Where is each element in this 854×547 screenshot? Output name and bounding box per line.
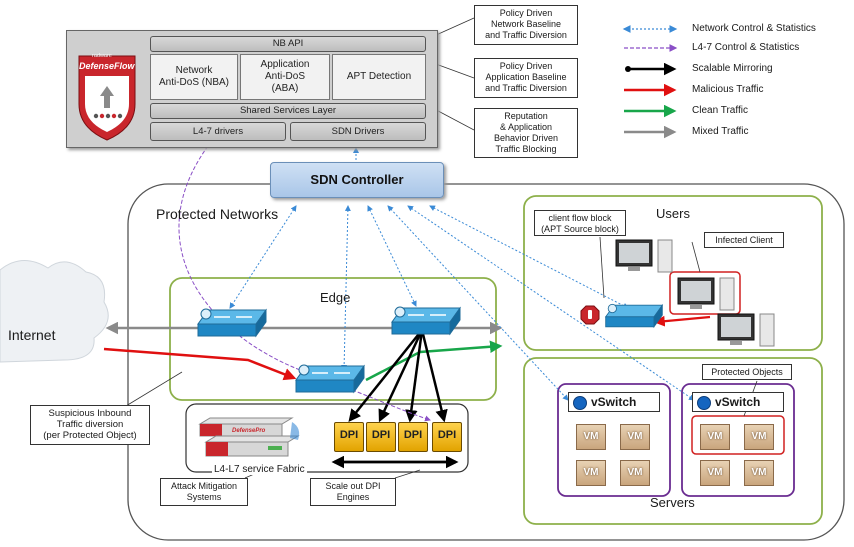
vm: VM — [700, 460, 730, 486]
vswitch-right: vSwitch — [692, 392, 784, 412]
vm: VM — [576, 460, 606, 486]
users-label: Users — [656, 206, 690, 221]
legend-scalable-mirroring: Scalable Mirroring — [692, 63, 773, 74]
fabric-label: L4-L7 service Fabric — [212, 464, 307, 475]
vm-protected: VM — [744, 424, 774, 450]
block-stop-icon — [580, 305, 600, 325]
vm: VM — [576, 424, 606, 450]
vswitch-right-label: vSwitch — [715, 395, 761, 409]
vswitch-left: vSwitch — [568, 392, 660, 412]
infected-client-computer — [677, 277, 735, 311]
protected-networks-label: Protected Networks — [156, 206, 279, 222]
nb-api: NB API — [150, 36, 426, 52]
legend-malicious: Malicious Traffic — [692, 84, 764, 95]
user-computer-2 — [717, 313, 775, 347]
callout-policy-app: Policy Driven Application Baseline and T… — [474, 58, 578, 98]
vm: VM — [620, 460, 650, 486]
sdn-controller: SDN Controller — [270, 162, 444, 198]
legend-l47-control: L4-7 Control & Statistics — [692, 42, 800, 53]
apt-detection-module: APT Detection — [332, 54, 426, 100]
edge-switch-left — [197, 308, 267, 338]
legend-clean: Clean Traffic — [692, 105, 748, 116]
callout-suspicious-inbound: Suspicious Inbound Traffic diversion (pe… — [30, 405, 150, 445]
defensepro-appliances — [198, 417, 300, 457]
legend-mixed: Mixed Traffic — [692, 126, 749, 137]
callout-protected-objects: Protected Objects — [702, 364, 792, 380]
l47-drivers: L4-7 drivers — [150, 122, 286, 141]
servers-label: Servers — [650, 495, 695, 510]
vswitch-logo-icon — [697, 396, 711, 410]
users-switch — [604, 303, 664, 329]
callout-reputation: Reputation & Application Behavior Driven… — [474, 108, 578, 158]
vswitch-logo-icon — [573, 396, 587, 410]
callout-scale-out-dpi: Scale out DPI Engines — [310, 478, 396, 506]
callout-infected-client: Infected Client — [704, 232, 784, 248]
callout-policy-network: Policy Driven Network Baseline and Traff… — [474, 5, 578, 45]
logo-brand: radware — [92, 53, 112, 59]
dpi-engine: DPI — [334, 422, 364, 452]
vm: VM — [620, 424, 650, 450]
aba-module: Application Anti-DoS (ABA) — [240, 54, 330, 100]
dpi-engine: DPI — [432, 422, 462, 452]
legend-network-control: Network Control & Statistics — [692, 23, 816, 34]
callout-attack-mitigation: Attack Mitigation Systems — [160, 478, 248, 506]
edge-label: Edge — [320, 290, 351, 305]
shared-services-layer: Shared Services Layer — [150, 103, 426, 119]
edge-switch-right — [391, 306, 461, 336]
vm-protected: VM — [700, 424, 730, 450]
edge-switch-lower — [295, 364, 365, 394]
defenseflow-logo — [78, 55, 136, 141]
nba-module: Network Anti-DoS (NBA) — [150, 54, 238, 100]
callout-client-flow-block: client flow block (APT Source block) — [534, 210, 626, 236]
vswitch-left-label: vSwitch — [591, 395, 637, 409]
internet-label: Internet — [8, 327, 56, 343]
sdn-drivers: SDN Drivers — [290, 122, 426, 141]
dpi-engine: DPI — [366, 422, 396, 452]
dpi-engine: DPI — [398, 422, 428, 452]
vm: VM — [744, 460, 774, 486]
logo-name: DefenseFlow — [79, 61, 135, 71]
sdn-controller-label: SDN Controller — [310, 172, 404, 187]
defensepro-label: DefensePro — [232, 428, 266, 434]
user-computer-1 — [615, 239, 673, 273]
